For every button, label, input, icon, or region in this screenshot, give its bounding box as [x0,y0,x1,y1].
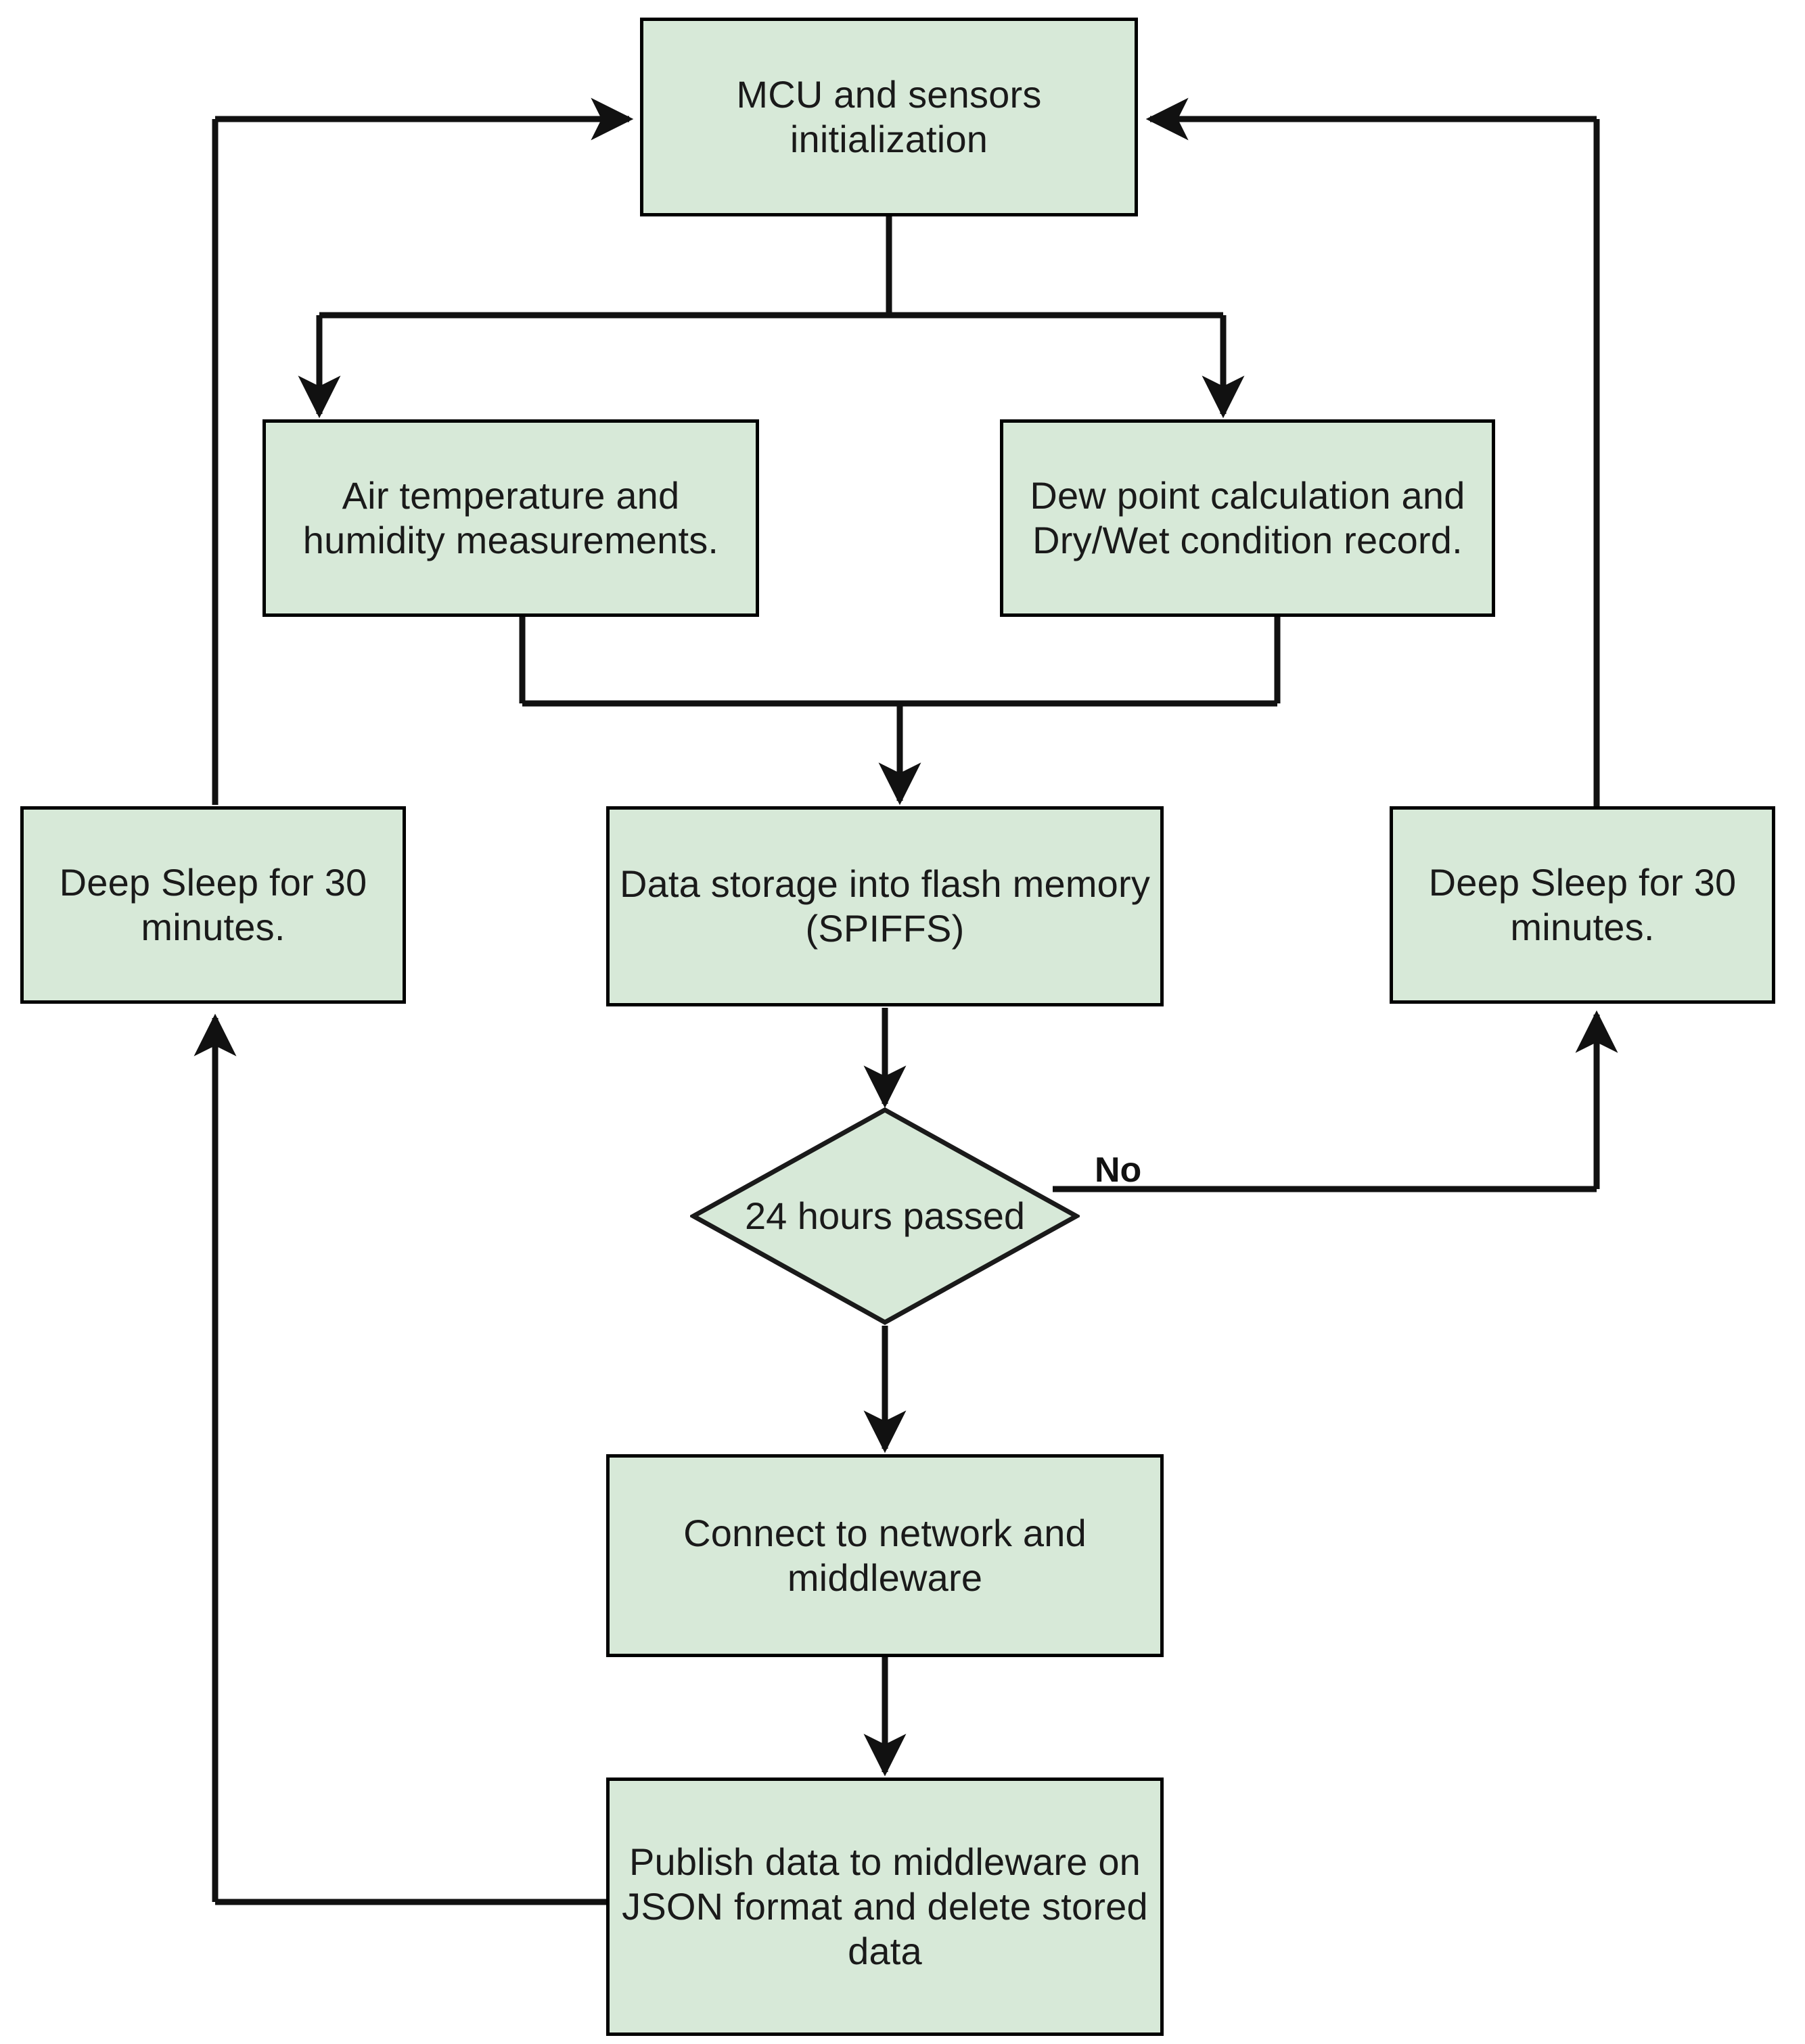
node-label: Connect to network and middleware [683,1511,1087,1599]
node-deep-sleep-right[interactable]: Deep Sleep for 30 minutes. [1390,806,1775,1004]
node-label: Data storage into flash memory (SPIFFS) [619,862,1151,950]
node-connect-network[interactable]: Connect to network and middleware [606,1454,1164,1657]
node-air-measurements[interactable]: Air temperature and humidity measurement… [262,419,759,617]
node-label: Air temperature and humidity measurement… [302,473,719,561]
node-decision-24-hours[interactable]: 24 hours passed [690,1107,1080,1326]
edge-label-no: No [1095,1151,1142,1190]
node-label: Dew point calculation and Dry/Wet condit… [1030,473,1465,561]
node-mcu-initialization[interactable]: MCU and sensors initialization [640,18,1138,216]
node-publish-data[interactable]: Publish data to middleware on JSON forma… [606,1778,1164,2036]
node-data-storage[interactable]: Data storage into flash memory (SPIFFS) [606,806,1164,1006]
decision-diamond-shape [690,1107,1080,1326]
node-label: Deep Sleep for 30 minutes. [59,860,367,948]
node-label: MCU and sensors initialization [736,72,1042,160]
node-dew-point-calculation[interactable]: Dew point calculation and Dry/Wet condit… [1000,419,1495,617]
node-label: Deep Sleep for 30 minutes. [1428,860,1737,948]
node-label: Publish data to middleware on JSON forma… [622,1840,1148,1973]
node-deep-sleep-left[interactable]: Deep Sleep for 30 minutes. [20,806,406,1004]
